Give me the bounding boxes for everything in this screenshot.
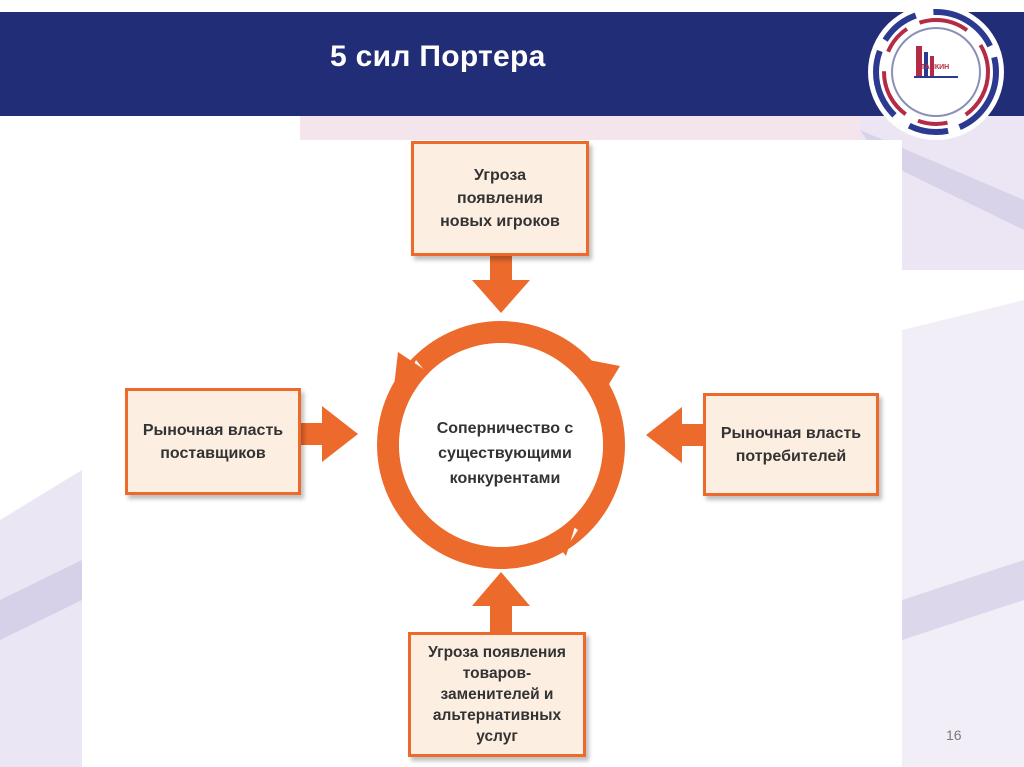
force-substitutes: Угроза появления товаров- заменителей и … (408, 632, 586, 757)
rivalry-cycle-icon (377, 321, 625, 569)
university-logo: СТАНКИН (868, 4, 1004, 140)
center-rivalry-label: Соперничество с существующими конкурента… (436, 420, 574, 487)
force-suppliers: Рыночная власть поставщиков (125, 388, 301, 495)
force-buyers: Рыночная власть потребителей (703, 393, 879, 496)
force-new-entrants: Угроза появления новых игроков (411, 141, 589, 256)
page-number: 16 (946, 727, 962, 743)
logo-text: СТАНКИН (916, 64, 950, 71)
logo-emblem-icon (873, 9, 999, 135)
slide-header: 5 сил Портера (0, 12, 1024, 116)
arrow-up-icon (472, 572, 530, 632)
arrow-right-icon (301, 406, 358, 462)
slide-title: 5 сил Портера (330, 40, 546, 73)
arrow-down-icon (472, 256, 530, 313)
arrow-left-icon (646, 407, 703, 463)
